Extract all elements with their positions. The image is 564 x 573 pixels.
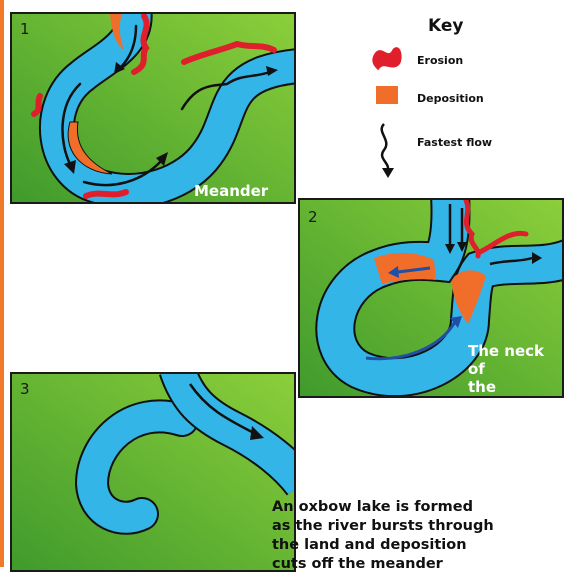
panel-1-meander: 1 Meander: [10, 12, 296, 204]
key-title: Key: [428, 16, 464, 36]
erosion-key-icon: [374, 49, 400, 68]
deposition-key-icon: [376, 86, 398, 104]
panel-3-illustration: [12, 374, 296, 572]
fastest-flow-key-arrowhead: [382, 168, 394, 178]
panel-label-neck: The neck of the meander narrows: [468, 342, 562, 398]
caption-line: as the river bursts through: [272, 517, 562, 536]
fastest-flow-key-icon: [382, 124, 388, 168]
panel-2-neck-narrows: 2 The neck of the meander narrows: [298, 198, 564, 398]
panel-1-illustration: [12, 14, 296, 204]
panel-label-meander: Meander: [194, 182, 268, 200]
panel-number: 1: [20, 20, 30, 38]
oxbow-caption: An oxbow lake is formed as the river bur…: [272, 498, 562, 573]
label-line: The neck of: [468, 342, 562, 378]
caption-line: cuts off the meander: [272, 555, 562, 573]
left-edge-bar: [0, 0, 4, 567]
caption-line: An oxbow lake is formed: [272, 498, 562, 517]
key-flow-label: Fastest flow: [417, 136, 492, 149]
key-erosion-label: Erosion: [417, 54, 463, 67]
caption-line: the land and deposition: [272, 536, 562, 555]
key-deposition-label: Deposition: [417, 92, 484, 105]
label-line: the meander: [468, 378, 562, 398]
key-symbols: [370, 40, 410, 180]
panel-number: 3: [20, 380, 30, 398]
panel-3-oxbow-lake: 3: [10, 372, 296, 572]
erosion-mark: [86, 192, 126, 196]
panel-number: 2: [308, 208, 318, 226]
